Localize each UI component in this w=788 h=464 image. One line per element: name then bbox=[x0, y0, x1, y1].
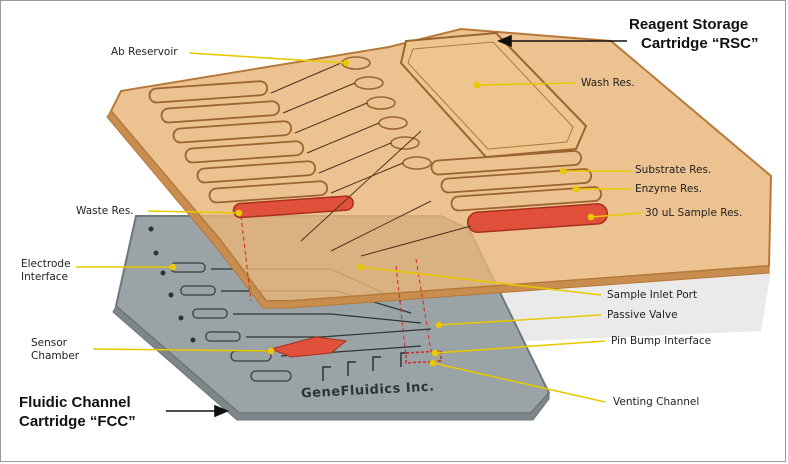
label-sample-res: 30 uL Sample Res. bbox=[645, 207, 743, 219]
label-wash-res: Wash Res. bbox=[581, 77, 635, 89]
label-electrode-interface-1: Electrode bbox=[21, 258, 71, 270]
rsc-cartridge bbox=[106, 27, 773, 357]
label-electrode-interface-2: Interface bbox=[21, 271, 69, 283]
waste-reservoir-red bbox=[232, 195, 354, 219]
rsc-title-line1: Reagent Storage bbox=[629, 16, 749, 33]
label-waste-res: Waste Res. bbox=[76, 205, 134, 217]
fcc-bottom-edge bbox=[112, 305, 550, 421]
label-pin-bump-interface: Pin Bump Interface bbox=[611, 335, 712, 347]
sensor-dots bbox=[148, 226, 196, 343]
fcc-title-line1: Fluidic Channel bbox=[19, 394, 131, 411]
rsc-title-line2: Cartridge “RSC” bbox=[641, 35, 759, 52]
label-sensor-chamber-1: Sensor bbox=[31, 337, 67, 349]
label-sensor-chamber-2: Chamber bbox=[31, 350, 80, 362]
rsc-channels bbox=[270, 62, 472, 257]
sensor-chamber-red bbox=[269, 336, 348, 358]
label-substrate-res: Substrate Res. bbox=[635, 164, 712, 176]
label-passive-valve: Passive Valve bbox=[607, 309, 678, 321]
label-enzyme-res: Enzyme Res. bbox=[635, 183, 703, 195]
left-reservoirs bbox=[148, 80, 329, 204]
label-venting-channel: Venting Channel bbox=[613, 396, 700, 408]
rsc-front-edge bbox=[106, 110, 770, 309]
leader-lines bbox=[76, 52, 642, 403]
right-reservoirs bbox=[430, 150, 603, 212]
pin-bumps bbox=[322, 352, 409, 381]
sample-reservoir-red bbox=[466, 203, 609, 234]
title-arrows bbox=[166, 34, 627, 418]
fcc-title-line2: Cartridge “FCC” bbox=[19, 413, 136, 430]
wash-reservoir bbox=[399, 31, 588, 159]
label-ab-reservoir: Ab Reservoir bbox=[111, 46, 178, 58]
venting-red bbox=[405, 350, 442, 364]
label-sample-inlet-port: Sample Inlet Port bbox=[607, 289, 698, 301]
